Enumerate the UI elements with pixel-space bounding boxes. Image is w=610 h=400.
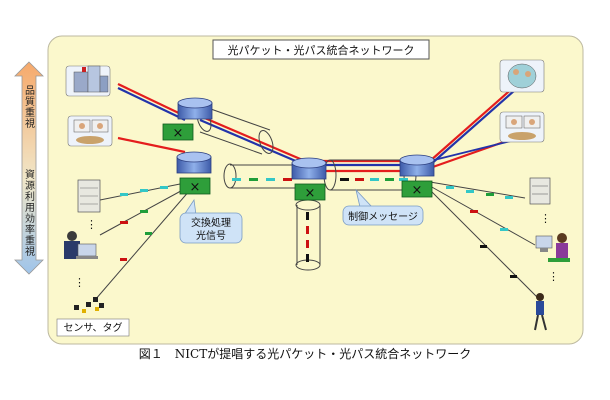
title-box	[212, 39, 430, 60]
ellipsis-right-1: ⋮	[540, 212, 551, 225]
quality-priority-label: 品 質 重 視	[25, 86, 35, 130]
packets-vertical	[306, 212, 309, 262]
sensor-label-box	[56, 318, 130, 337]
ellipsis-left-1: ⋮	[86, 218, 97, 231]
switch-3	[294, 183, 326, 201]
router-2	[176, 151, 212, 174]
sensor-label: センサ、タグ	[63, 321, 122, 334]
switch-1-mark: ×	[173, 126, 184, 141]
switching-callout: 交換処理 光信号	[179, 198, 243, 244]
figure-caption: 図１ NICTが提唱する光パケット・光パス統合ネットワーク	[139, 346, 471, 361]
router-nodes	[176, 97, 435, 180]
pc-user-icon	[535, 233, 570, 262]
videoconference-icon	[67, 115, 113, 147]
resource-efficiency-label: 資 源 利 用 効 率 重 視	[25, 170, 35, 258]
quality-efficiency-axis	[14, 61, 44, 275]
callout-switching-line1: 交換処理	[191, 216, 231, 229]
building-icon	[65, 65, 111, 97]
switch-1	[162, 123, 194, 141]
server-icon	[529, 177, 551, 205]
server-icon	[77, 179, 101, 213]
router-4	[399, 154, 435, 177]
building-icon	[499, 59, 545, 93]
optical-path-links	[117, 83, 516, 173]
switch-3-mark: ×	[305, 186, 316, 201]
ellipsis-right-2: ⋮	[548, 270, 559, 283]
packets-access	[120, 186, 517, 278]
optical-switches: × × × ×	[162, 123, 433, 201]
router-3	[291, 157, 327, 180]
ellipsis-left-2: ⋮	[74, 276, 85, 289]
control-message-callout: 制御メッセージ	[342, 188, 424, 226]
switch-2-mark: ×	[190, 180, 201, 195]
switch-4	[401, 180, 433, 198]
laptop-user-icon	[64, 231, 98, 259]
packets-horizontal	[232, 178, 408, 181]
callout-control-message: 制御メッセージ	[348, 210, 418, 223]
videoconference-icon	[499, 111, 545, 143]
router-1	[177, 97, 213, 120]
callout-switching-line2: 光信号	[196, 229, 226, 242]
switch-2	[179, 177, 211, 195]
walking-user-icon	[534, 293, 547, 331]
switch-4-mark: ×	[412, 183, 423, 198]
sensor-tag-icon	[74, 297, 104, 313]
diagram-title: 光パケット・光パス統合ネットワーク	[228, 43, 415, 57]
